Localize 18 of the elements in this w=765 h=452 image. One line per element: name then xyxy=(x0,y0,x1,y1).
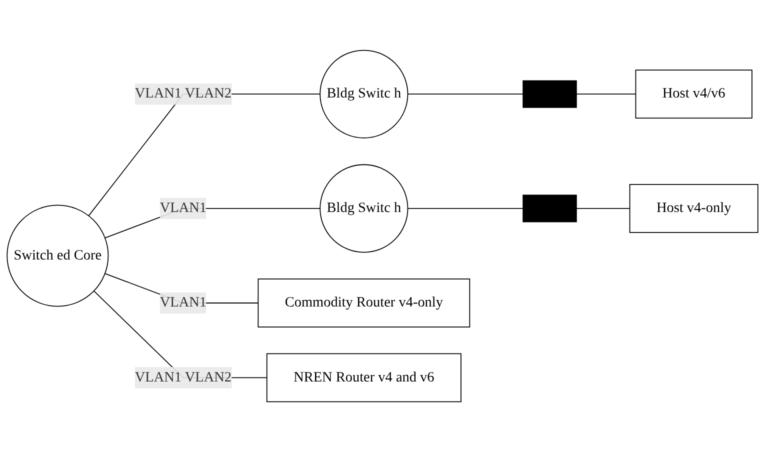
node-circle: Bldg Switc h xyxy=(320,164,408,253)
edge-label: VLAN1 VLAN2 xyxy=(134,86,232,102)
edge-label: VLAN1 xyxy=(160,200,207,216)
node-box: Host v4-only xyxy=(629,184,758,233)
node-box: NREN Router v4 and v6 xyxy=(266,353,462,402)
edge-label: VLAN1 VLAN2 xyxy=(134,370,232,385)
node-box: Commodity Router v4-only xyxy=(258,278,470,328)
edge-label: VLAN1 xyxy=(160,294,207,310)
node-box: Host v4/v6 xyxy=(635,70,752,119)
connector xyxy=(407,208,524,209)
node-circle: Switch ed Core xyxy=(6,204,109,307)
connector xyxy=(407,94,524,95)
connector xyxy=(576,94,636,95)
node-bar xyxy=(522,194,577,222)
connector xyxy=(93,290,268,378)
node-bar xyxy=(522,80,577,108)
node-circle: Bldg Switc h xyxy=(320,50,408,138)
connector xyxy=(576,208,630,209)
